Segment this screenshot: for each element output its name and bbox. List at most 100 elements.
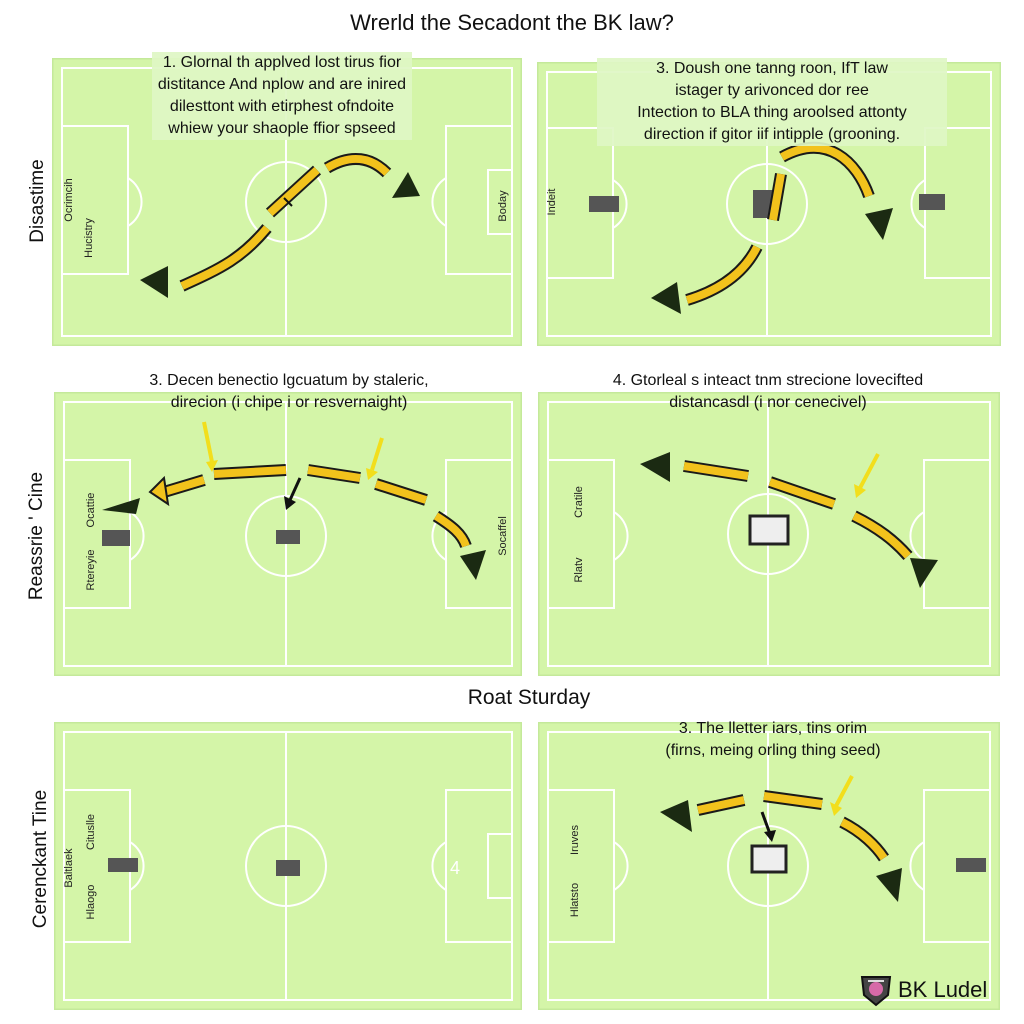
highlight-arrow-head (206, 460, 218, 472)
pass-arrow (852, 512, 912, 559)
highlight-arrow (858, 453, 880, 489)
caption-line: direction if gitor iif intipple (groonin… (643, 126, 901, 143)
pass-arrow (433, 512, 470, 548)
player-marker (108, 858, 138, 872)
right-box-label: Boday (497, 190, 509, 222)
pitch-panel-2: Indeit 3. Doush one tanng roon, IfT law … (537, 58, 1001, 346)
player-marker (919, 194, 945, 210)
diagram-title: Wrerld the Secadont the BK law? (350, 10, 674, 35)
right-box-label: Socaffel (497, 516, 509, 556)
caption-line: distancasdl (i nor cenecivel) (669, 394, 867, 411)
arrow-head-triangle (660, 800, 692, 832)
pass-arrow (840, 818, 888, 861)
panel-3-caption: 3. Decen benectio lgcuatum by staleric, … (94, 370, 484, 414)
arrow-head-triangle (910, 558, 938, 588)
direction-pointer-head (764, 830, 776, 842)
pass-arrow (374, 480, 428, 504)
direction-pointer (283, 197, 293, 207)
player-marker (589, 196, 619, 212)
highlight-arrow-head (854, 484, 866, 498)
highlight-arrow (834, 775, 854, 807)
left-box-label: Iruves (569, 825, 581, 855)
highlight-arrow-head (366, 468, 378, 480)
pass-arrow (180, 225, 271, 290)
left-box-label: Cratile (573, 486, 585, 518)
arrow-head-triangle (876, 868, 902, 902)
caption-line: istager ty arivonced dor ree (675, 82, 869, 99)
brand-name: BK Ludel (898, 977, 988, 1002)
caption-line: whiew your shaople ffior spseed (168, 120, 396, 137)
highlight-arrow (370, 437, 384, 471)
left-box-label: Ocattie (85, 493, 97, 528)
left-box-label: Hucistry (83, 218, 95, 258)
panel-6-caption: 3. The lletter iars, tins orim (firns, m… (598, 718, 948, 762)
pitch-panel-5: Cituslle Baltlaek Hlaogo 4 (54, 722, 522, 1010)
player-marker (748, 514, 790, 546)
left-box-label: Hlaogo (85, 885, 97, 920)
panel-4-caption: 4. Gtorleal s inteact tnm strecione love… (558, 370, 978, 414)
section-title: Roat Sturday (467, 686, 591, 709)
pass-arrow (324, 154, 390, 176)
arrow-head-triangle (640, 452, 670, 482)
player-marker (276, 860, 300, 876)
pass-arrow (685, 245, 761, 304)
highlight-arrow-head (830, 802, 842, 816)
pass-arrow (769, 173, 785, 221)
player-marker (750, 844, 788, 874)
panel-2-caption: 3. Doush one tanng roon, IfT law istager… (597, 58, 947, 146)
club-crest-icon (860, 976, 892, 1007)
row-3-side-label: Cerenckant Tine (30, 789, 51, 929)
arrow-head-triangle (460, 550, 486, 580)
brand-logo: BK Ludel (858, 970, 987, 1010)
left-box-label: Rtereyie (85, 550, 97, 591)
player-marker (956, 858, 986, 872)
row-1-side-label: Disastime (27, 159, 48, 243)
pass-arrow (763, 792, 823, 808)
left-box-label: Baltlaek (63, 848, 75, 888)
left-box-label: Ocrimcih (63, 178, 75, 221)
caption-line: distitance And nplow and are inired (157, 76, 407, 93)
pass-arrow (267, 167, 320, 216)
pitch-panel-4: Cratile Rlatv 4. Gtorleal s inteact tnm … (538, 372, 1000, 676)
pitch-panel-3: Ocattie Rtereyie Socaffel 3. Decen benec… (54, 372, 522, 676)
pass-arrow (162, 476, 206, 496)
pitch-3-svg: Ocattie Rtereyie Socaffel (54, 392, 522, 676)
caption-line: 1. Glornal th applved lost tirus fior (162, 54, 402, 71)
caption-line: (firns, meing orling thing seed) (665, 742, 881, 759)
pitch-panel-6: Iruves Hlatsto 3. The lletter iars, tins… (538, 720, 1000, 1010)
left-box-label: Hlatsto (569, 883, 581, 917)
arrow-head-triangle (140, 266, 168, 298)
pitch-panel-1: Ocrimcih Hucistry Boday 1. Glornal th ap… (52, 52, 522, 346)
caption-line: direcion (i chipe i or resvernaight) (170, 394, 408, 411)
pitch-marking-figure: 4 (450, 858, 460, 878)
caption-line: 3. Decen benectio lgcuatum by staleric, (149, 372, 429, 389)
left-box-label: Indeit (546, 189, 558, 216)
pitch-4-svg: Cratile Rlatv (538, 392, 1000, 676)
pass-arrow (307, 466, 361, 482)
arrow-head (148, 475, 170, 507)
arrow-head-triangle (865, 208, 893, 240)
arrow-head-triangle (651, 282, 681, 314)
direction-pointer-head (284, 496, 296, 510)
direction-pointer (760, 811, 772, 835)
pass-arrow (213, 466, 287, 478)
arrow-head-triangle (392, 172, 420, 198)
panel-1-caption: 1. Glornal th applved lost tirus fior di… (152, 52, 412, 140)
pass-arrow (780, 143, 873, 198)
row-2-side-label: Reassrie ' Cine (26, 471, 47, 601)
caption-line: dilesttont with etirphest ofndoite (169, 98, 395, 115)
arrow-head-triangle (102, 498, 140, 514)
left-box-label: Rlatv (573, 557, 585, 583)
direction-pointer (288, 477, 302, 501)
highlight-arrow (202, 421, 214, 463)
pass-arrow (768, 478, 836, 508)
pass-arrow (697, 796, 745, 814)
pitch-6-svg: Iruves Hlatsto (538, 722, 1000, 1010)
left-box-label: Cituslle (85, 814, 97, 850)
caption-line: 3. The lletter iars, tins orim (678, 720, 868, 737)
player-marker (102, 530, 130, 546)
caption-line: 3. Doush one tanng roon, IfT law (656, 60, 888, 77)
pass-arrow (683, 462, 749, 480)
pitch-5-svg: Cituslle Baltlaek Hlaogo 4 (54, 722, 522, 1010)
player-marker (276, 530, 300, 544)
